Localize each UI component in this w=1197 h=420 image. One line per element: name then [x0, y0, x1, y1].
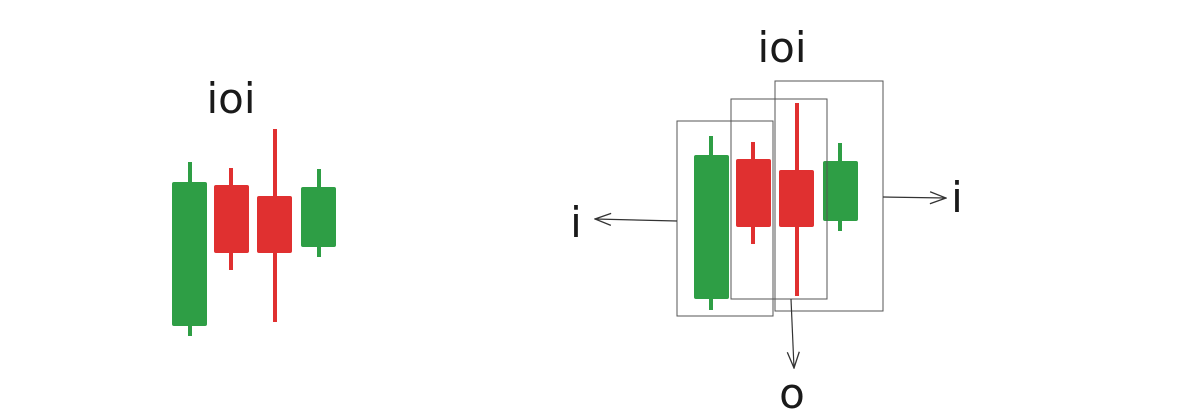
left-candle-2-body — [214, 185, 249, 253]
right-candle-4-body — [823, 161, 858, 221]
right-candle-1-body — [694, 155, 729, 299]
right-candle-1 — [694, 136, 729, 310]
right-candle-4 — [823, 143, 858, 231]
label-bottom-outside: o — [779, 369, 805, 418]
left-candle-2 — [214, 168, 249, 270]
right-candle-3 — [779, 103, 814, 296]
frame-outside-bar — [730, 98, 828, 300]
frame-inside-bar-right — [774, 80, 884, 312]
arrow-right — [882, 197, 946, 198]
right-title: ioi — [757, 23, 806, 72]
left-candle-3 — [257, 129, 292, 322]
left-candle-4-body — [301, 187, 336, 247]
arrow-left — [595, 219, 678, 221]
label-left-inside: i — [570, 198, 582, 247]
right-candle-2-body — [736, 159, 771, 227]
right-candle-3-body — [779, 170, 814, 227]
left-pattern-group: ioi — [172, 74, 336, 336]
right-candle-2 — [736, 142, 771, 244]
right-pattern-group: ioi i i o — [570, 23, 963, 418]
arrow-down — [791, 298, 794, 368]
label-right-inside: i — [951, 173, 963, 222]
left-candle-4 — [301, 169, 336, 257]
left-title: ioi — [206, 74, 255, 123]
frame-inside-bar-left — [676, 120, 774, 317]
left-candle-3-body — [257, 196, 292, 253]
left-candle-1-body — [172, 182, 207, 326]
left-candle-1 — [172, 162, 207, 336]
